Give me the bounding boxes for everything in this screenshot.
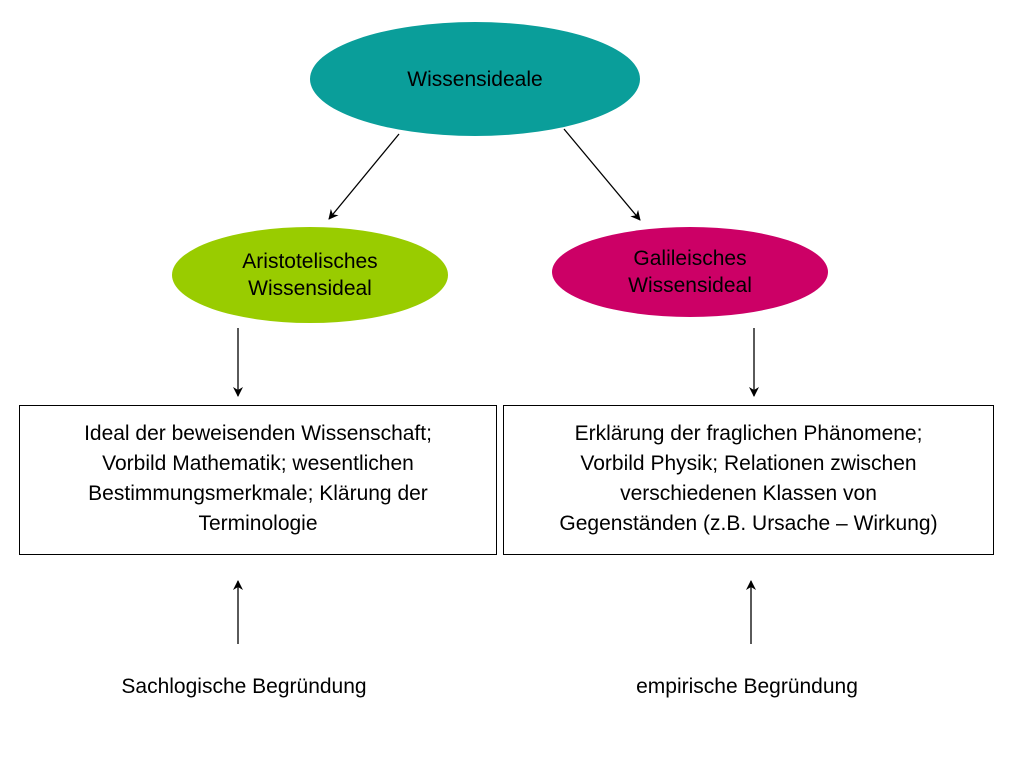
galilei-label-line-1: Galileisches xyxy=(633,247,747,270)
galilei-label: Galileisches Wissensideal xyxy=(628,245,752,299)
galilei-description-line-1: Erklärung der fraglichen Phänomene; xyxy=(574,422,923,445)
galilei-description-line-3: verschiedenen Klassen von xyxy=(620,482,877,505)
aristotle-description-line-4: Terminologie xyxy=(198,512,318,535)
arrow-root-to-aristotle xyxy=(328,133,400,220)
root-label: Wissensideale xyxy=(407,67,543,91)
aristotle-description-box: Ideal der beweisenden Wissenschaft; Vorb… xyxy=(19,405,497,555)
aristotle-label-line-1: Aristotelisches xyxy=(242,250,378,273)
galilei-description-line-4: Gegenständen (z.B. Ursache – Wirkung) xyxy=(559,512,938,535)
galilei-description-line-2: Vorbild Physik; Relationen zwischen xyxy=(580,452,917,475)
aristotle-description-line-1: Ideal der beweisenden Wissenschaft; xyxy=(84,422,432,445)
right-caption: empirische Begründung xyxy=(636,675,858,698)
aristotle-description-line-3: Bestimmungsmerkmale; Klärung der xyxy=(88,482,428,505)
galilei-description-text: Erklärung der fraglichen Phänomene; Vorb… xyxy=(559,419,937,539)
aristotle-description-text: Ideal der beweisenden Wissenschaft; Vorb… xyxy=(84,419,432,539)
aristotle-description-line-2: Vorbild Mathematik; wesentlichen xyxy=(102,452,414,475)
galilei-description-box: Erklärung der fraglichen Phänomene; Vorb… xyxy=(503,405,994,555)
galilei-node: Galileisches Wissensideal xyxy=(552,227,828,317)
aristotle-label: Aristotelisches Wissensideal xyxy=(242,248,377,302)
aristotle-node: Aristotelisches Wissensideal xyxy=(172,227,448,323)
aristotle-label-line-2: Wissensideal xyxy=(248,277,372,300)
arrow-root-to-galilei xyxy=(563,128,641,221)
left-caption: Sachlogische Begründung xyxy=(121,675,367,698)
root-node: Wissensideale xyxy=(310,22,640,136)
galilei-label-line-2: Wissensideal xyxy=(628,274,752,297)
